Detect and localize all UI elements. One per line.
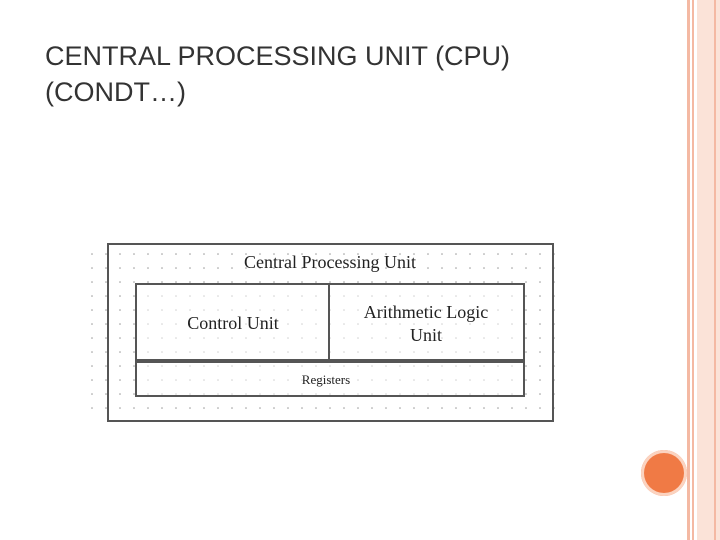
slide-title-line-2: (CONDT…): [45, 77, 186, 107]
decorative-stripe-line: [692, 0, 694, 540]
cpu-outer-label: Central Processing Unit: [244, 252, 416, 272]
cpu-diagram: Central Processing Unit Control Unit Ari…: [90, 243, 560, 422]
decorative-orange-dot: [641, 450, 687, 496]
slide-title-line-1: CENTRAL PROCESSING UNIT (CPU): [45, 41, 511, 71]
control-unit-box: [135, 283, 330, 361]
decorative-stripe-line: [687, 0, 690, 540]
alu-box: [328, 283, 525, 361]
decorative-side-band: [697, 0, 720, 540]
registers-label: Registers: [302, 372, 350, 387]
alu-label-line-1: Arithmetic Logic: [364, 302, 488, 322]
cpu-outer-box: [107, 243, 554, 422]
decorative-stripe-line: [714, 0, 716, 540]
control-unit-label: Control Unit: [187, 313, 279, 333]
slide-title: CENTRAL PROCESSING UNIT (CPU) (CONDT…): [45, 38, 665, 110]
registers-box: [135, 361, 525, 397]
alu-label-line-2: Unit: [410, 325, 442, 345]
